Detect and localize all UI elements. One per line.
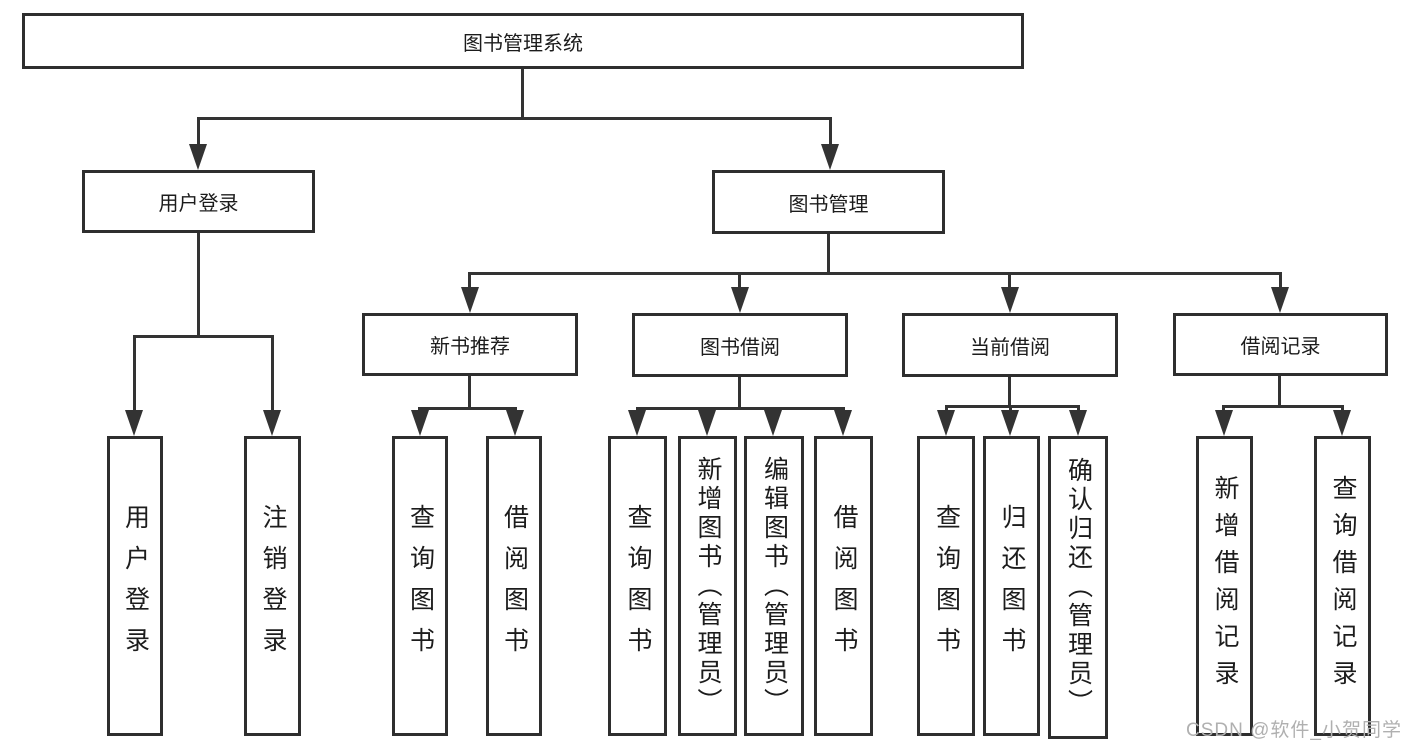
connector-bookmgmt-stem3	[1008, 272, 1011, 290]
arrow-down-icon	[461, 287, 479, 313]
node-borrow-records: 借阅记录	[1173, 313, 1388, 376]
node-current-borrow: 当前借阅	[902, 313, 1118, 377]
node-root: 图书管理系统	[22, 13, 1024, 69]
connector-current-stem3	[1077, 405, 1080, 413]
connector-bookmgmt-stem1	[468, 272, 471, 290]
connector-bookmgmt-stem2	[738, 272, 741, 290]
connector-records-stem2	[1341, 405, 1344, 413]
arrow-down-icon	[506, 410, 524, 436]
arrow-down-icon	[834, 410, 852, 436]
node-query-books-recommend: 查询图书	[392, 436, 448, 736]
connector-root-stem-left	[197, 117, 200, 150]
connector-bookmgmt-vline	[827, 234, 830, 272]
connector-root-hline	[197, 117, 832, 120]
connector-recommend-vline	[468, 376, 471, 407]
connector-records-stem1	[1222, 405, 1225, 413]
node-confirm-return-admin: 确认归还（管理员）	[1048, 436, 1108, 739]
connector-userlogin-hline	[133, 335, 274, 338]
node-edit-book-admin: 编辑图书（管理员）	[744, 436, 804, 736]
node-new-book-recommend: 新书推荐	[362, 313, 578, 376]
connector-recommend-hline	[418, 407, 517, 410]
connector-root-stem-right	[829, 117, 832, 150]
node-return-books: 归还图书	[983, 436, 1040, 736]
arrow-down-icon	[1215, 410, 1233, 436]
node-query-borrow-record: 查询借阅记录	[1314, 436, 1371, 736]
node-book-borrow: 图书借阅	[632, 313, 848, 377]
node-add-book-admin: 新增图书（管理员）	[678, 436, 737, 736]
arrow-down-icon	[1271, 287, 1289, 313]
connector-records-hline	[1222, 405, 1344, 408]
connector-bookmgmt-stem4	[1279, 272, 1282, 290]
node-query-books-borrow: 查询图书	[608, 436, 667, 736]
arrow-down-icon	[1333, 410, 1351, 436]
node-borrow-books-recommend: 借阅图书	[486, 436, 542, 736]
arrow-down-icon	[1001, 287, 1019, 313]
node-book-mgmt: 图书管理	[712, 170, 945, 234]
arrow-down-icon	[821, 144, 839, 170]
connector-userlogin-vline	[197, 233, 200, 335]
connector-current-vline	[1008, 377, 1011, 405]
connector-root-vline	[521, 69, 524, 118]
connector-bookmgmt-hline	[468, 272, 1282, 275]
arrow-down-icon	[937, 410, 955, 436]
connector-borrow-hline	[636, 407, 845, 410]
connector-userlogin-stem1	[133, 335, 136, 412]
arrow-down-icon	[189, 144, 207, 170]
arrow-down-icon	[628, 410, 646, 436]
connector-current-hline	[945, 405, 1080, 408]
arrow-down-icon	[731, 287, 749, 313]
connector-userlogin-stem2	[271, 335, 274, 412]
node-query-books-current: 查询图书	[917, 436, 975, 736]
connector-current-stem1	[945, 405, 948, 413]
node-borrow-books-leaf: 借阅图书	[814, 436, 873, 736]
connector-records-vline	[1278, 376, 1281, 405]
arrow-down-icon	[411, 410, 429, 436]
node-add-borrow-record: 新增借阅记录	[1196, 436, 1253, 736]
arrow-down-icon	[764, 410, 782, 436]
connector-borrow-vline	[738, 377, 741, 407]
connector-current-stem2	[1009, 405, 1012, 413]
arrow-down-icon	[1001, 410, 1019, 436]
arrow-down-icon	[698, 410, 716, 436]
arrow-down-icon	[125, 410, 143, 436]
node-user-login: 用户登录	[82, 170, 315, 233]
node-logout-leaf: 注销登录	[244, 436, 301, 736]
arrow-down-icon	[1069, 410, 1087, 436]
arrow-down-icon	[263, 410, 281, 436]
watermark: CSDN @软件_小贺同学	[1186, 720, 1402, 741]
node-user-login-leaf: 用户登录	[107, 436, 163, 736]
